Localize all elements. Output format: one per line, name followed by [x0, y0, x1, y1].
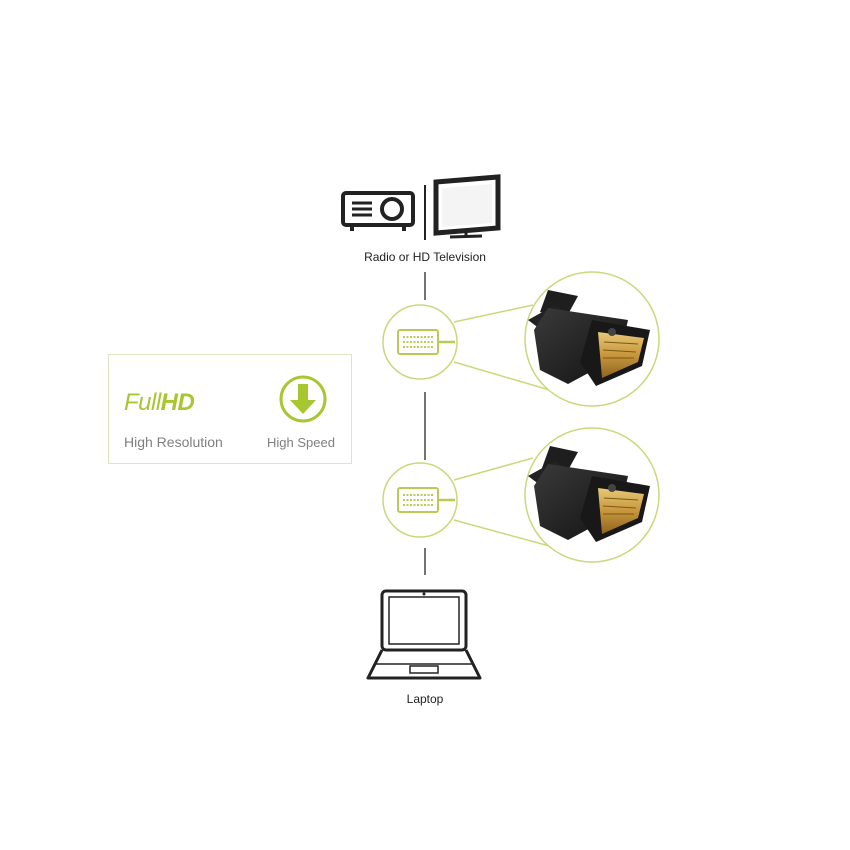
dvi-plug-image — [528, 446, 650, 542]
download-arrow-icon — [279, 375, 327, 423]
zoom-line — [453, 457, 534, 481]
laptop-icon — [366, 589, 482, 680]
device-caption-top: Radio or HD Television — [364, 250, 486, 264]
dvi-port-icon — [397, 487, 455, 513]
dvi-connector-bottom — [382, 427, 660, 563]
full-hd-logo: FullHD — [124, 389, 195, 417]
dvi-port-icon — [397, 329, 455, 355]
device-caption-bottom: Laptop — [406, 692, 444, 706]
zoom-line — [453, 304, 534, 323]
dvi-connector-top — [382, 271, 660, 407]
zoom-line — [453, 361, 554, 392]
logo-light-text: Full — [124, 389, 161, 416]
feature-panel: FullHD High Resolution High Speed — [108, 354, 352, 464]
zoom-line — [453, 519, 554, 548]
projector-icon — [341, 191, 415, 231]
tv-icon — [433, 174, 501, 239]
high-speed-label: High Speed — [267, 435, 335, 450]
logo-bold-text: HD — [160, 389, 195, 416]
dvi-plug-image — [528, 290, 650, 386]
high-resolution-label: High Resolution — [124, 434, 223, 450]
